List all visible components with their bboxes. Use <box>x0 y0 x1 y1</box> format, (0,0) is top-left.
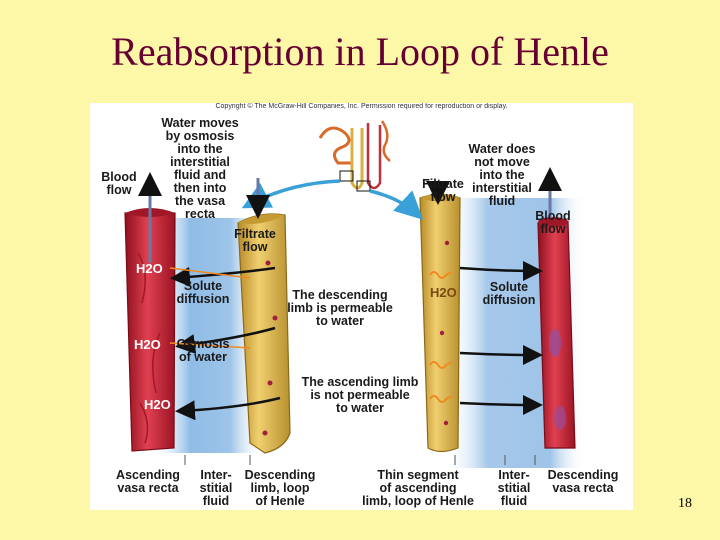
label-water-does-not-move: Water does not move into the interstitia… <box>468 142 536 208</box>
page-number: 18 <box>678 496 692 511</box>
h2o-label-right: H2O <box>430 285 457 300</box>
label-interstitial-fluid-left: Inter- stitial fluid <box>199 468 233 508</box>
label-solute-diffusion-left: Solute diffusion <box>176 279 230 306</box>
label-ascending-vasa-recta: Ascending vasa recta <box>116 468 180 495</box>
label-filtrate-flow-right: Filtrate flow <box>422 177 464 204</box>
label-solute-diffusion-right: Solute diffusion <box>482 280 536 307</box>
label-osmosis-of-water: Osmosis of water <box>176 337 230 364</box>
label-thin-segment: Thin segment of ascending limb, loop of … <box>362 468 474 508</box>
label-descending-permeable: The descending limb is permeable to wate… <box>287 288 393 328</box>
label-descending-limb: Descending limb, loop of Henle <box>244 468 316 508</box>
slide-title: Reabsorption in Loop of Henle <box>111 29 609 74</box>
label-water-moves: Water moves by osmosis into the intersti… <box>161 116 239 221</box>
label-ascending-not-permeable: The ascending limb is not permeable to w… <box>301 375 419 415</box>
connector-arrow-right <box>369 189 424 220</box>
h2o-label-3: H2O <box>144 397 171 412</box>
loop-of-henle-figure: Copyright © The McGraw-Hill Companies, I… <box>90 103 633 510</box>
figure-illustration <box>124 120 585 468</box>
copyright-notice: Copyright © The McGraw-Hill Companies, I… <box>215 103 508 110</box>
label-blood-flow-right: Blood flow <box>535 209 571 236</box>
h2o-label-2: H2O <box>134 337 161 352</box>
label-descending-vasa-recta: Descending vasa recta <box>547 468 619 495</box>
label-interstitial-fluid-right: Inter- stitial fluid <box>497 468 531 508</box>
nephron-thumbnail <box>318 120 391 192</box>
label-blood-flow-left: Blood flow <box>101 170 137 197</box>
label-filtrate-flow-left: Filtrate flow <box>234 227 276 254</box>
h2o-label-1: H2O <box>136 261 163 276</box>
connector-arrow-left <box>241 179 341 209</box>
